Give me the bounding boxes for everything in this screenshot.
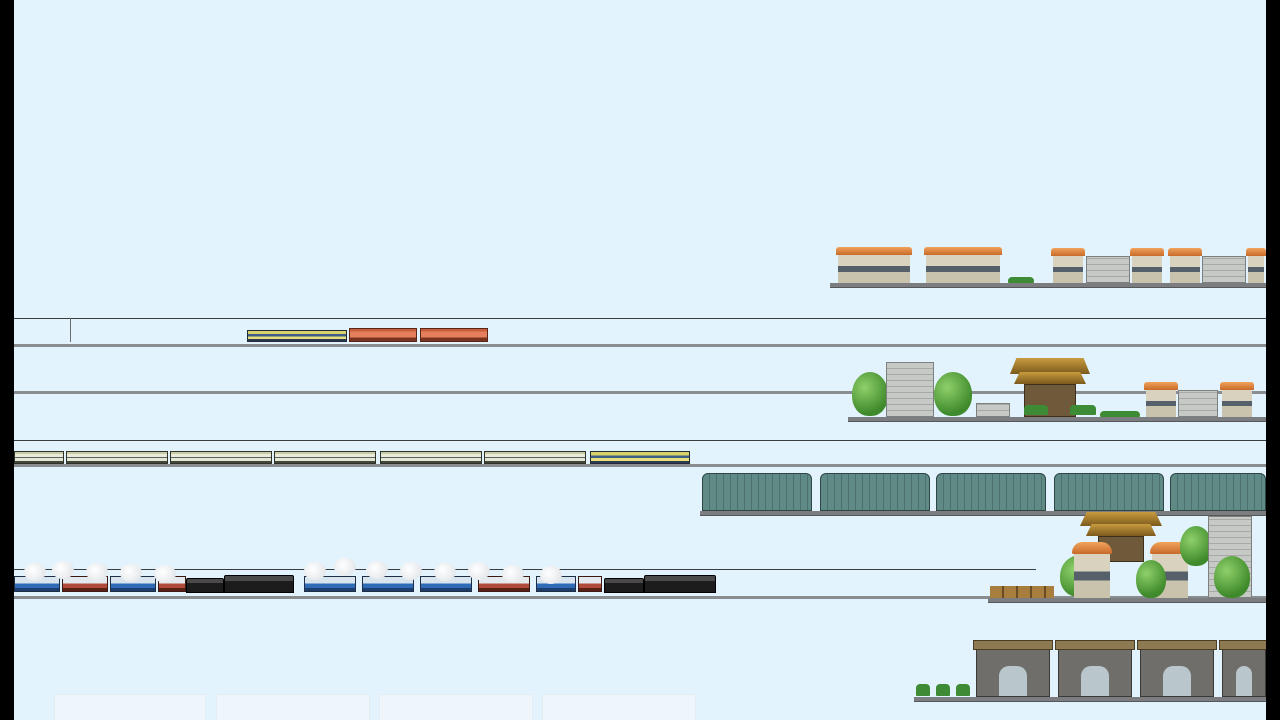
stone-gate[interactable] [1137,640,1217,697]
steam-locomotive[interactable] [644,575,716,593]
freight-wagon[interactable] [362,576,414,592]
bush [1008,277,1034,283]
train-car[interactable] [66,451,168,464]
greenhouse-shed[interactable] [1170,473,1266,511]
train-car[interactable] [247,330,347,342]
track-4 [14,596,1266,599]
orange-roof-house[interactable] [836,247,912,283]
track-1 [14,344,1266,347]
steam-smoke [52,561,74,579]
shrub [936,684,950,696]
steam-smoke [540,566,562,584]
steam-smoke [86,563,108,581]
round-hut[interactable] [1072,542,1112,598]
train-car[interactable] [380,451,482,464]
shrub [956,684,970,696]
bush [1100,411,1140,417]
steam-smoke [502,565,524,583]
bush [1024,405,1048,415]
steam-smoke [24,563,46,581]
steam-locomotive[interactable] [186,578,224,593]
orange-roof-house[interactable] [1220,382,1254,417]
steam-smoke [334,558,356,576]
track-2 [14,391,1266,394]
greenhouse-shed[interactable] [702,473,812,511]
greenhouse-shed[interactable] [1054,473,1164,511]
steam-locomotive[interactable] [224,575,294,593]
tree [852,372,888,416]
orange-roof-house[interactable] [924,247,1002,283]
bottom-tab-1[interactable] [54,694,206,720]
greenhouse-shed[interactable] [936,473,1046,511]
building-platform-1 [830,283,1266,288]
train-car[interactable] [14,451,64,464]
train-car[interactable] [484,451,586,464]
building-platform-5 [914,697,1266,702]
orange-roof-house[interactable] [1168,248,1202,283]
bottom-tab-4[interactable] [542,694,696,720]
tree [1136,560,1166,598]
steam-smoke [434,563,456,581]
bottom-tab-3[interactable] [379,694,533,720]
game-viewport[interactable] [14,0,1266,720]
bottom-tab-2[interactable] [216,694,370,720]
greenhouse-shed[interactable] [820,473,930,511]
bush [1070,405,1096,415]
building-platform-2 [848,417,1266,422]
steam-locomotive[interactable] [604,578,644,593]
freight-wagon[interactable] [304,576,356,592]
overhead-wire [14,569,1036,570]
train-car[interactable] [274,451,376,464]
train-car[interactable] [349,328,417,342]
orange-roof-house[interactable] [1051,248,1085,283]
steam-smoke [120,564,142,582]
tree [934,372,972,416]
train-car[interactable] [420,328,488,342]
steam-smoke [400,562,422,580]
orange-roof-house[interactable] [1144,382,1178,417]
steam-smoke [468,562,490,580]
shrub [916,684,930,696]
building-platform-3 [700,511,1266,516]
stone-gate[interactable] [1055,640,1135,697]
stone-townhouse[interactable] [1086,252,1130,283]
small-hut[interactable] [976,403,1010,417]
steam-smoke [366,561,388,579]
steam-smoke [154,565,176,583]
train-car[interactable] [170,451,272,464]
steam-smoke [304,562,326,580]
stone-mansion[interactable] [886,362,934,417]
track-3 [14,464,1266,467]
pagoda-shrine[interactable] [1080,512,1162,562]
stone-gate[interactable] [1219,640,1266,697]
building-platform-4 [988,598,1266,603]
train-car[interactable] [590,451,690,464]
stone-townhouse[interactable] [1202,252,1246,283]
freight-wagon[interactable] [578,576,602,592]
stone-townhouse[interactable] [1178,386,1218,417]
stone-gate[interactable] [973,640,1053,697]
catenary-pole [70,318,71,342]
overhead-wire [14,318,1266,319]
crates [990,586,1054,598]
orange-roof-house[interactable] [1246,248,1266,283]
tree [1214,556,1250,598]
overhead-wire [14,440,1266,441]
orange-roof-house[interactable] [1130,248,1164,283]
tree [1180,526,1212,566]
